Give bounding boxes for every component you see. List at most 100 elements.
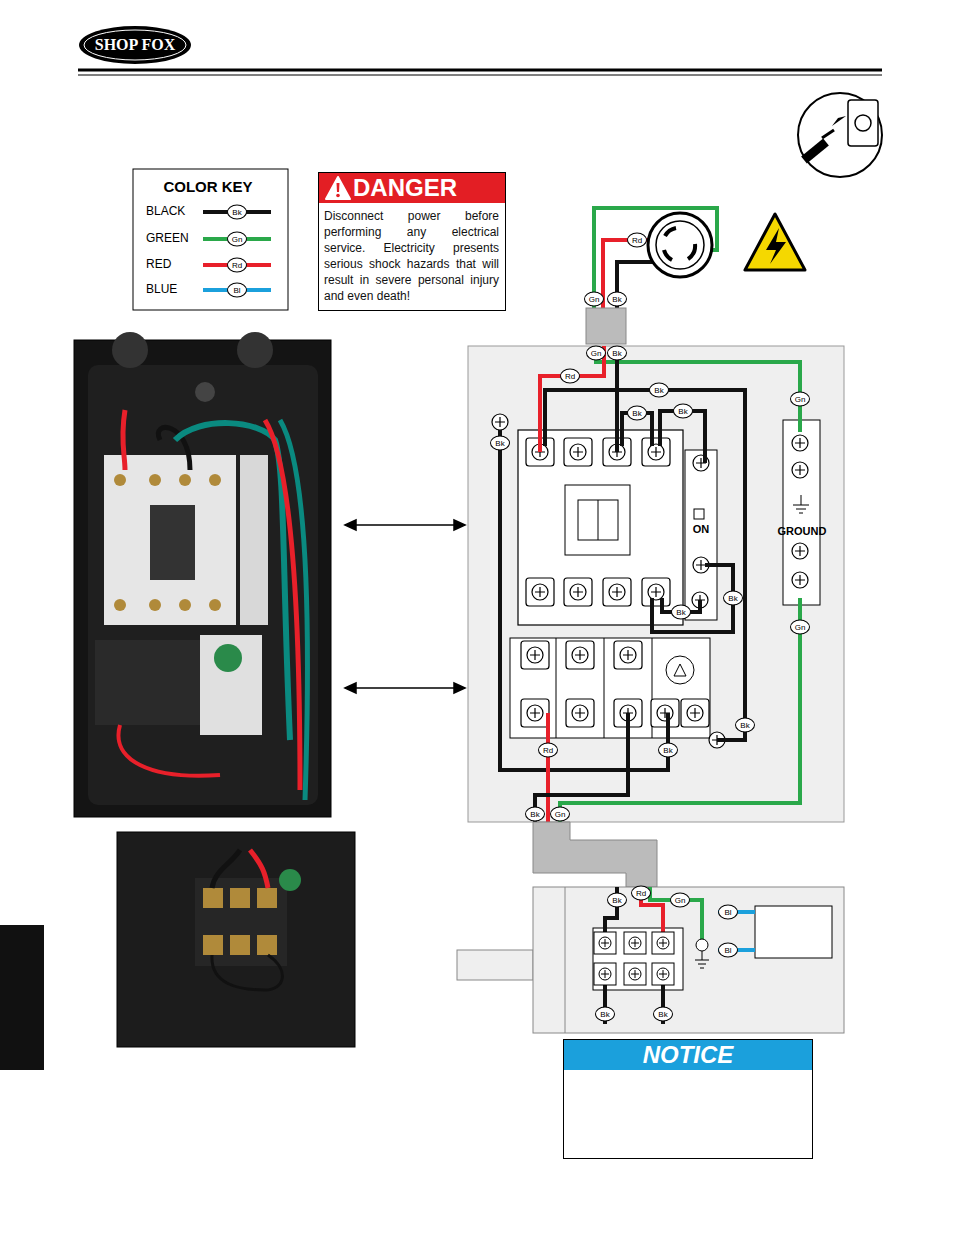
control-panel-part xyxy=(793,505,809,506)
wire-color-tag: Rd xyxy=(627,233,647,248)
photo-switch-box-part xyxy=(74,340,331,817)
terminal-screws-part xyxy=(566,641,594,669)
unplug-icon-part xyxy=(832,116,846,126)
panel-wires-part xyxy=(545,390,745,740)
wire-color-tag: Rd xyxy=(538,743,558,758)
hazard-symbol-part xyxy=(745,214,805,270)
hazard-symbol xyxy=(745,214,805,270)
control-panel-part xyxy=(578,500,618,540)
control-panel-part xyxy=(783,420,820,605)
motor-junction-box-part xyxy=(695,960,709,961)
terminal-screws-part xyxy=(792,543,808,559)
terminal-screws-part xyxy=(566,699,594,727)
panel-wires xyxy=(500,346,800,822)
danger-box: DANGERDisconnect power before performing… xyxy=(318,172,506,311)
terminal-screws-part xyxy=(795,438,805,448)
motor-cord xyxy=(533,822,657,887)
wire-color-tag: Bk xyxy=(607,292,627,307)
motor-junction-box-part xyxy=(533,887,844,1033)
photo-switch-box-part xyxy=(149,599,161,611)
pointer-arrows-part xyxy=(352,687,458,689)
panel-wires-part xyxy=(652,565,733,632)
terminal-screws-part xyxy=(657,705,673,721)
wire-color-tag: Rd xyxy=(560,369,580,384)
wire-color-tag: Bk xyxy=(607,346,627,361)
wire-color-tag: Gn xyxy=(670,893,690,908)
terminal-screws-part xyxy=(527,647,543,663)
terminal-screws-part xyxy=(572,647,588,663)
wire-color-tag: Bk xyxy=(653,1007,673,1022)
panel-wires-part xyxy=(560,598,800,822)
photo-switch-box-part xyxy=(179,474,191,486)
panel-wires-part xyxy=(535,713,628,822)
wire-color-tag: Bk xyxy=(649,383,669,398)
motor-junction-box-part xyxy=(593,928,683,990)
terminal-label: ON xyxy=(693,523,710,535)
legend-text: BLUE xyxy=(146,282,177,296)
control-panel-part xyxy=(565,485,630,555)
motor-junction-box-part xyxy=(605,887,755,1024)
terminal-screws-part xyxy=(521,699,549,727)
motor-junction-box xyxy=(457,887,844,1033)
motor-terminals xyxy=(594,932,674,985)
photo-motor-junction-part xyxy=(279,869,301,891)
photo-switch-box-part xyxy=(150,505,195,580)
photo-switch-box-part xyxy=(118,725,220,776)
terminal-screws-part xyxy=(642,438,670,466)
motor-terminals-part xyxy=(631,939,639,947)
motor-terminals-part xyxy=(629,937,641,949)
terminal-screws-part xyxy=(564,578,592,606)
warning-triangle xyxy=(324,175,352,201)
photo-switch-box-part xyxy=(114,474,126,486)
wire-color-tag: Bk xyxy=(673,404,693,419)
control-panel-part xyxy=(666,656,694,684)
photo-motor-junction-part xyxy=(212,955,282,990)
terminal-screws-part xyxy=(651,699,679,727)
hazard-symbol-part xyxy=(766,228,786,264)
photo-motor-junction-part xyxy=(257,888,277,908)
legend-text: GREEN xyxy=(146,231,189,245)
terminal-screws-part xyxy=(792,572,808,588)
control-panel-part xyxy=(604,638,605,738)
header-part xyxy=(78,69,882,72)
brand-logo: SHOP FOX xyxy=(95,36,175,54)
wire-color-tag: Gn xyxy=(790,620,810,635)
terminal-screws-part xyxy=(795,575,805,585)
terminal-screws-part xyxy=(492,414,508,430)
photo-motor-junction xyxy=(117,832,355,1047)
terminal-screws-part xyxy=(575,650,585,660)
terminal-screws-part xyxy=(573,447,583,457)
terminal-screws-part xyxy=(521,641,549,669)
wire-color-tag: Bk xyxy=(227,205,247,220)
motor-terminals-part xyxy=(657,937,669,949)
motor-terminals-part xyxy=(657,968,669,980)
photo-switch-box-part xyxy=(104,455,236,625)
header xyxy=(78,26,882,75)
photo-switch-box-part xyxy=(88,365,318,805)
panel-wires-part xyxy=(615,346,619,452)
wire-color-tag: Bk xyxy=(723,591,743,606)
pointer-arrows-part xyxy=(454,683,465,693)
header-part xyxy=(79,26,191,64)
terminal-screws-part xyxy=(696,560,706,570)
control-panel-part xyxy=(694,509,704,519)
pointer-arrows-part xyxy=(345,683,356,693)
control-panel-part xyxy=(510,638,710,738)
wire-color-tag: Gn xyxy=(790,392,810,407)
photo-switch-box-part xyxy=(114,599,126,611)
wire-color-tag: Bk xyxy=(525,807,545,822)
wire-color-tag: Gn xyxy=(227,232,247,247)
motor-junction-box-part xyxy=(696,939,708,951)
plug-and-cord-part xyxy=(665,228,676,236)
wire-color-tag: Bk xyxy=(658,743,678,758)
terminal-screws-part xyxy=(648,584,664,600)
plug-and-cord-part xyxy=(664,250,672,260)
terminal-screws-part xyxy=(575,708,585,718)
motor-cord-part xyxy=(533,822,657,887)
panel-wires-part xyxy=(540,346,604,452)
pointer-arrows-part xyxy=(454,520,465,530)
pointer-arrows-part xyxy=(345,520,356,530)
terminal-screws-part xyxy=(620,647,636,663)
control-panel-part xyxy=(468,346,844,822)
